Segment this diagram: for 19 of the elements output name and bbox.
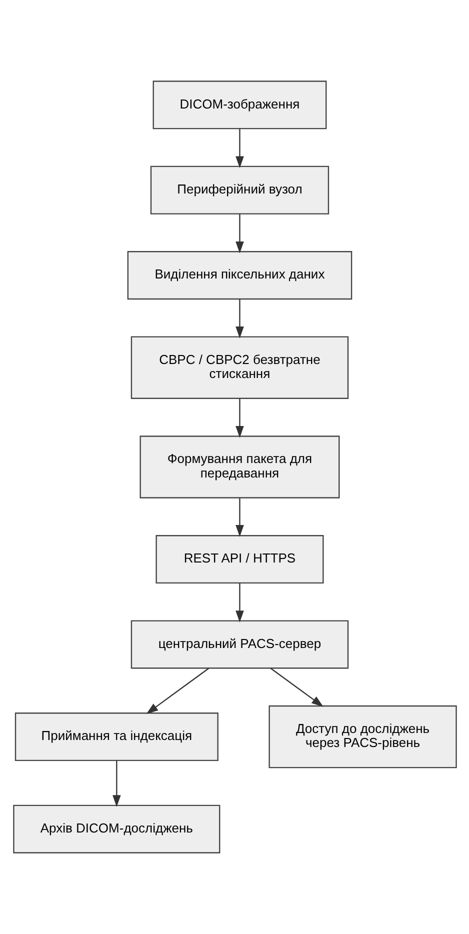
arrow xyxy=(270,668,323,707)
arrow xyxy=(235,214,244,254)
node-box: DICOM-зображення xyxy=(152,80,326,130)
arrow xyxy=(235,498,244,537)
node-box: Приймання та індексація xyxy=(14,712,218,762)
node-box: Доступ до досліджень через PACS-рівень xyxy=(268,705,456,768)
arrow xyxy=(235,398,244,438)
node-box: CBPC / CBPC2 безвтратне стискання xyxy=(130,336,348,399)
arrow xyxy=(146,668,209,714)
arrow xyxy=(235,299,244,338)
node-box: REST API / HTTPS xyxy=(155,535,324,584)
node-box: центральний PACS-сервер xyxy=(130,620,348,669)
node-box: Архів DICOM-досліджень xyxy=(12,804,220,854)
arrow xyxy=(235,583,244,622)
node-box: Виділення піксельних даних xyxy=(126,251,352,300)
arrow xyxy=(112,760,120,807)
arrow xyxy=(235,128,244,168)
node-box: Периферійний вузол xyxy=(150,166,329,214)
node-box: Формування пакета для передавання xyxy=(139,436,340,498)
